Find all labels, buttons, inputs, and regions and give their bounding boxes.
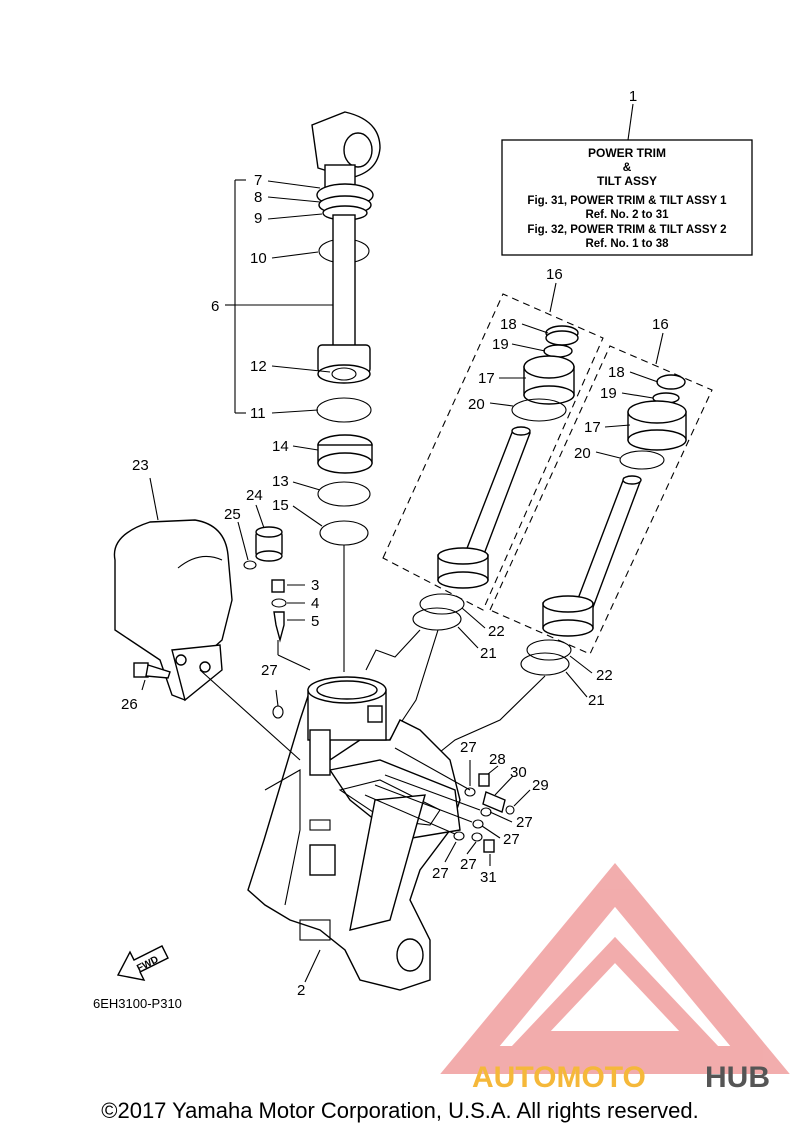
callout-26: 26 — [121, 696, 138, 713]
callout-bracket-6 — [225, 179, 333, 527]
callout-17b: 17 — [584, 419, 601, 436]
box-ref-2: Fig. 32, POWER TRIM & TILT ASSY 2 — [527, 224, 726, 236]
title-box: 1 POWER TRIM & TILT ASSY Fig. 31, POWER … — [501, 88, 753, 256]
ring-22b — [526, 639, 572, 661]
box-line-2: & — [623, 160, 632, 174]
watermark-logo — [440, 863, 790, 1074]
callout-27a: 27 — [261, 662, 278, 679]
trim-cylinder-b — [542, 374, 687, 637]
callout-15: 15 — [272, 497, 289, 514]
callout-8: 8 — [254, 189, 262, 206]
callout-25: 25 — [224, 506, 241, 523]
box-ref-1b: Ref. No. 2 to 31 — [585, 209, 669, 221]
callout-2: 2 — [297, 982, 305, 999]
callout-4: 4 — [311, 595, 319, 612]
callout-13: 13 — [272, 473, 289, 490]
callout-18b: 18 — [608, 364, 625, 381]
subassembly-box-16b — [489, 345, 713, 655]
callout-12: 12 — [250, 358, 267, 375]
callout-17a: 17 — [478, 370, 495, 387]
callout-11: 11 — [250, 405, 266, 422]
callout-30: 30 — [510, 764, 527, 781]
callout-27c: 27 — [516, 814, 533, 831]
box-ref-1: Fig. 31, POWER TRIM & TILT ASSY 1 — [527, 195, 727, 207]
callout-14: 14 — [272, 438, 289, 455]
callout-24: 24 — [246, 487, 263, 504]
callout-3: 3 — [311, 577, 319, 594]
callout-16b: 16 — [652, 316, 669, 333]
callout-20b: 20 — [574, 445, 591, 462]
callout-21a: 21 — [480, 645, 497, 662]
main-housing — [247, 676, 461, 991]
subassembly-box-16a — [382, 293, 604, 611]
callout-27e: 27 — [432, 865, 449, 882]
callout-10: 10 — [250, 250, 267, 267]
copyright-notice: ©2017 Yamaha Motor Corporation, U.S.A. A… — [101, 1098, 699, 1123]
bolt-26 — [133, 662, 171, 691]
callout-5: 5 — [311, 613, 319, 630]
callout-9: 9 — [254, 210, 262, 227]
box-ref-2b: Ref. No. 1 to 38 — [585, 238, 669, 250]
leader-lines-right — [365, 282, 664, 761]
oring-27-left — [272, 705, 284, 719]
fwd-arrow-icon: FWD — [116, 945, 169, 981]
exploded-parts-diagram: AUTOMOTO HUB 1 POWER TRIM & TILT ASSY Fi… — [93, 88, 790, 1094]
callout-6: 6 — [211, 298, 219, 315]
callout-16a: 16 — [546, 266, 563, 283]
filter-24 — [255, 504, 283, 562]
ring-22a — [419, 593, 465, 615]
callout-20a: 20 — [468, 396, 485, 413]
callout-1: 1 — [629, 88, 637, 105]
callout-18a: 18 — [500, 316, 517, 333]
watermark-text-left: AUTOMOTO — [472, 1061, 646, 1094]
valve-3-4-5 — [271, 579, 311, 671]
manual-valve-cover — [113, 477, 301, 761]
box-line-3: TILT ASSY — [597, 174, 657, 188]
watermark-text-right: HUB — [705, 1061, 770, 1094]
callout-29: 29 — [532, 777, 549, 794]
trim-cylinder-a — [437, 325, 579, 589]
drawing-code: 6EH3100-P310 — [93, 996, 182, 1011]
callout-27b: 27 — [460, 739, 477, 756]
small-parts-right — [304, 747, 531, 983]
callout-28: 28 — [489, 751, 506, 768]
callout-19a: 19 — [492, 336, 509, 353]
callout-22b: 22 — [596, 667, 613, 684]
callout-numbers: 2 3 4 5 6 7 8 9 10 11 12 13 14 15 16 16 … — [121, 172, 669, 999]
callout-7: 7 — [254, 172, 262, 189]
callout-31: 31 — [480, 869, 497, 886]
callout-23: 23 — [132, 457, 149, 474]
callout-22a: 22 — [488, 623, 505, 640]
ring-21b — [520, 652, 570, 676]
callout-19b: 19 — [600, 385, 617, 402]
callout-27f: 27 — [460, 856, 477, 873]
tilt-rod-assembly — [311, 111, 381, 672]
oring-25 — [243, 560, 257, 570]
box-line-1: POWER TRIM — [588, 146, 666, 160]
callout-21b: 21 — [588, 692, 605, 709]
callout-27d: 27 — [503, 831, 520, 848]
ring-21a — [412, 607, 462, 631]
